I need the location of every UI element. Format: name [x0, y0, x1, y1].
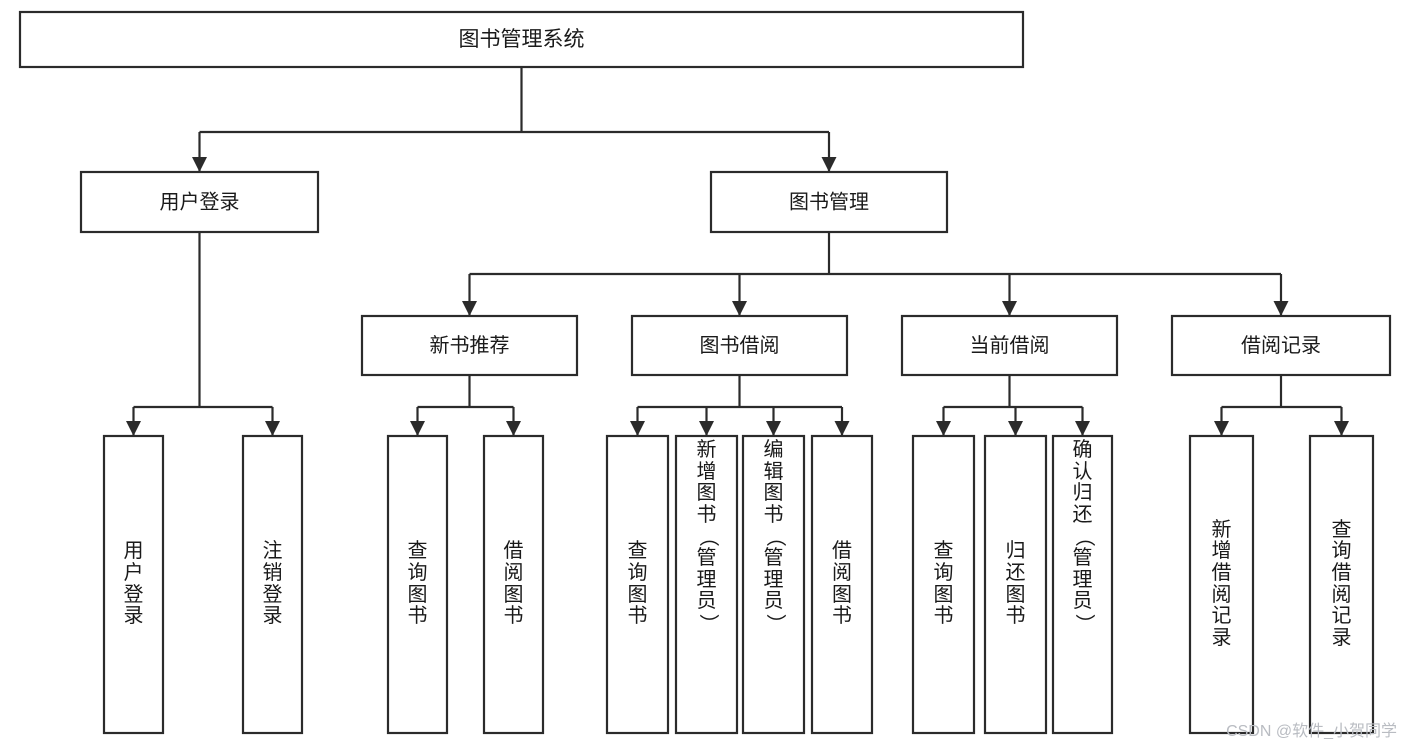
root-to-level2-arrow-1: [821, 157, 837, 172]
node-root-box: [18, 10, 1025, 69]
node-leaf-edit-book[interactable]: [741, 434, 806, 735]
node-leaf-query-record[interactable]: [1308, 434, 1375, 735]
node-book-manage[interactable]: 图书管理: [709, 170, 949, 234]
node-user-login-box: [79, 170, 320, 234]
node-leaf-query-book-borrow-box: [605, 434, 670, 735]
book-borrow-to-leaves-arrow-0: [630, 421, 645, 436]
node-leaf-logout-box: [241, 434, 304, 735]
current-borrow-to-leaves-arrow-1: [1008, 421, 1023, 436]
watermark-text: CSDN @软件_小贺同学: [1226, 723, 1397, 740]
connector-layer: [126, 67, 1349, 436]
node-leaf-add-record[interactable]: [1188, 434, 1255, 735]
node-root-label: 图书管理系统: [459, 28, 585, 51]
node-leaf-query-book-cur[interactable]: [911, 434, 976, 735]
node-leaf-logout[interactable]: [241, 434, 304, 735]
new-book-rec-to-leaves-arrow-0: [410, 421, 425, 436]
node-current-borrow-box: [900, 314, 1119, 377]
node-leaf-user-login[interactable]: [102, 434, 165, 735]
borrow-record-to-leaves-arrow-1: [1334, 421, 1349, 436]
bookmanage-to-level3-arrow-1: [732, 301, 747, 316]
node-leaf-confirm-return-box: [1051, 434, 1114, 735]
root-to-level2-arrow-0: [192, 157, 207, 172]
node-new-book-rec[interactable]: 新书推荐: [360, 314, 579, 377]
node-root[interactable]: 图书管理系统: [18, 10, 1025, 69]
book-borrow-to-leaves-arrow-2: [766, 421, 781, 436]
borrow-record-to-leaves-arrow-0: [1214, 421, 1229, 436]
node-book-borrow-box: [630, 314, 849, 377]
bookmanage-to-level3-arrow-3: [1273, 301, 1289, 316]
node-leaf-add-record-box: [1188, 434, 1255, 735]
node-leaf-borrow-book-rec[interactable]: [482, 434, 545, 735]
node-user-login[interactable]: 用户登录: [79, 170, 320, 234]
node-leaf-return-book[interactable]: [983, 434, 1048, 735]
node-user-login-label: 用户登录: [160, 190, 240, 213]
node-book-borrow[interactable]: 图书借阅: [630, 314, 849, 377]
node-book-manage-label: 图书管理: [789, 190, 869, 213]
current-borrow-to-leaves-arrow-0: [936, 421, 951, 436]
node-book-borrow-label: 图书借阅: [700, 334, 780, 357]
node-leaf-add-book[interactable]: [674, 434, 739, 735]
node-leaf-return-book-box: [983, 434, 1048, 735]
new-book-rec-to-leaves-arrow-1: [506, 421, 521, 436]
book-borrow-to-leaves-arrow-1: [699, 421, 714, 436]
node-borrow-record[interactable]: 借阅记录: [1170, 314, 1392, 377]
user-login-to-leaves-arrow-1: [265, 421, 280, 436]
node-current-borrow-label: 当前借阅: [970, 334, 1050, 357]
node-book-manage-box: [709, 170, 949, 234]
node-leaf-edit-book-box: [741, 434, 806, 735]
node-new-book-rec-box: [360, 314, 579, 377]
node-leaf-add-book-box: [674, 434, 739, 735]
book-borrow-to-leaves-arrow-3: [834, 421, 850, 436]
current-borrow-to-leaves-arrow-2: [1075, 421, 1090, 436]
node-leaf-user-login-box: [102, 434, 165, 735]
node-leaf-query-record-box: [1308, 434, 1375, 735]
node-leaf-query-book-rec-box: [386, 434, 449, 735]
node-leaf-query-book-borrow[interactable]: [605, 434, 670, 735]
node-leaf-borrow-book-rec-box: [482, 434, 545, 735]
user-login-to-leaves-arrow-0: [126, 421, 141, 436]
node-current-borrow[interactable]: 当前借阅: [900, 314, 1119, 377]
node-borrow-record-label: 借阅记录: [1241, 334, 1321, 357]
node-leaf-borrow-book[interactable]: [810, 434, 874, 735]
node-leaf-query-book-rec[interactable]: [386, 434, 449, 735]
node-leaf-confirm-return[interactable]: [1051, 434, 1114, 735]
bookmanage-to-level3-arrow-0: [462, 301, 477, 316]
bookmanage-to-level3-arrow-2: [1002, 301, 1017, 316]
node-leaf-borrow-book-box: [810, 434, 874, 735]
node-new-book-rec-label: 新书推荐: [430, 334, 510, 357]
node-leaf-query-book-cur-box: [911, 434, 976, 735]
node-borrow-record-box: [1170, 314, 1392, 377]
